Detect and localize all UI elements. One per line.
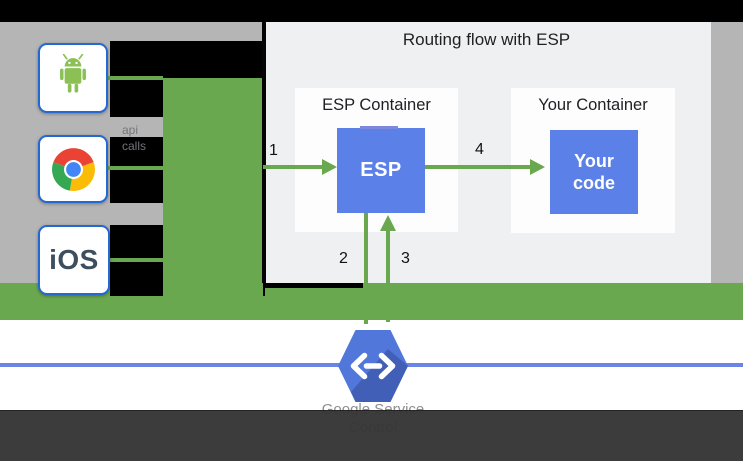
arrow2-line <box>364 213 368 324</box>
right-gray-backdrop <box>711 22 743 283</box>
cloud-endpoints-hexagon-icon <box>338 329 408 403</box>
your-code-label: Your code <box>573 150 615 194</box>
black-strip-under-panel <box>262 283 363 288</box>
step3-label: 3 <box>401 250 410 267</box>
arrow1-line <box>263 165 323 169</box>
android-client-box <box>38 43 108 113</box>
esp-box-top-sliver <box>360 126 398 129</box>
panel-title: Routing flow with ESP <box>402 30 571 49</box>
top-black-bar <box>0 0 743 22</box>
step4-label: 4 <box>475 141 484 158</box>
chrome-logo-icon <box>51 147 95 191</box>
your-container-box: Your Container Your code <box>511 88 675 233</box>
esp-box: ESP <box>337 128 425 213</box>
your-container-label: Your Container <box>538 96 648 114</box>
ios-label: iOS <box>49 244 99 275</box>
bottom-dark-bar <box>0 410 743 461</box>
android-robot-icon <box>60 54 86 93</box>
api-calls-note-line2: calls <box>122 139 147 153</box>
arrow3-line <box>386 230 390 322</box>
arrow4-head <box>530 159 545 175</box>
your-code-box: Your code <box>550 130 638 214</box>
esp-box-label: ESP <box>360 159 402 181</box>
step1-label: 1 <box>269 142 278 159</box>
arrow1-head <box>322 159 337 175</box>
your-code-line2: code <box>572 173 615 193</box>
arrow3-head <box>380 215 396 231</box>
android-connector-line <box>108 76 163 80</box>
ios-connector-line <box>110 258 163 262</box>
arrow4-line <box>425 165 530 169</box>
your-code-line1: Your <box>574 151 614 171</box>
green-vertical-bar <box>163 78 263 320</box>
chrome-connector-line <box>108 166 163 170</box>
chrome-client-box <box>38 135 108 203</box>
step2-label: 2 <box>339 250 348 267</box>
api-calls-note: api calls <box>122 122 168 154</box>
esp-container-box: ESP Container ESP <box>295 88 458 232</box>
ios-client-box: iOS <box>38 225 110 295</box>
api-calls-note-line1: api <box>122 123 139 137</box>
esp-container-label: ESP Container <box>322 96 431 114</box>
